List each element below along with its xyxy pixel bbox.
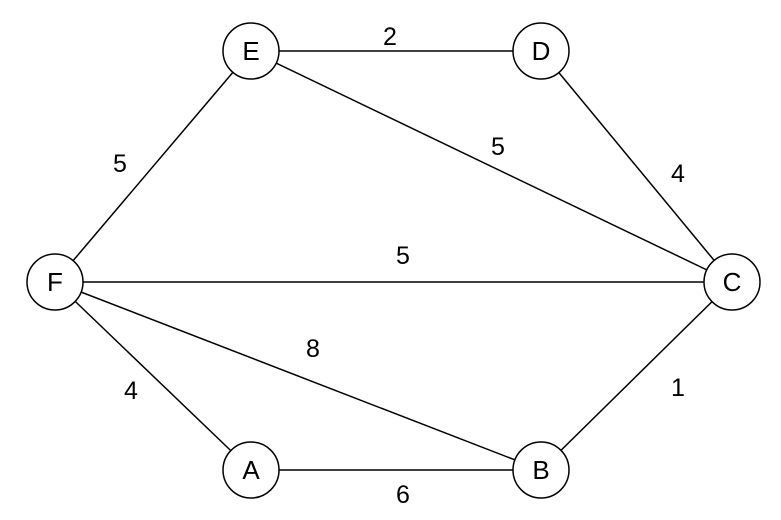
node-circle <box>222 441 280 499</box>
edge-weight-f-c: 5 <box>396 242 410 270</box>
node-circle <box>703 253 761 311</box>
edge-e-c <box>250 50 733 283</box>
edge-weight-e-d: 2 <box>383 23 397 51</box>
node-label: C <box>723 267 742 297</box>
node-circle <box>26 253 84 311</box>
edge-f-b <box>54 281 542 471</box>
edge-f-a <box>54 281 252 471</box>
edge-weight-f-a: 4 <box>124 377 138 405</box>
node-a: A <box>222 441 280 499</box>
node-d: D <box>512 22 570 80</box>
edge-f-e <box>54 50 252 283</box>
edge-weight-f-e: 5 <box>113 150 127 178</box>
node-label: B <box>532 455 549 485</box>
node-label: F <box>47 267 63 297</box>
edge-weight-d-c: 4 <box>671 160 685 188</box>
edge-c-b <box>540 281 733 471</box>
node-label: A <box>242 455 260 485</box>
node-circle <box>512 441 570 499</box>
edge-weight-c-b: 1 <box>671 374 685 402</box>
edge-weight-f-b: 8 <box>306 335 320 363</box>
node-label: D <box>532 36 551 66</box>
node-circle <box>222 22 280 80</box>
node-circle <box>512 22 570 80</box>
edge-d-c <box>540 50 733 283</box>
node-c: C <box>703 253 761 311</box>
node-b: B <box>512 441 570 499</box>
node-e: E <box>222 22 280 80</box>
node-label: E <box>242 36 259 66</box>
node-f: F <box>26 253 84 311</box>
edge-weight-e-c: 5 <box>491 133 505 161</box>
edge-weight-a-b: 6 <box>396 481 410 509</box>
